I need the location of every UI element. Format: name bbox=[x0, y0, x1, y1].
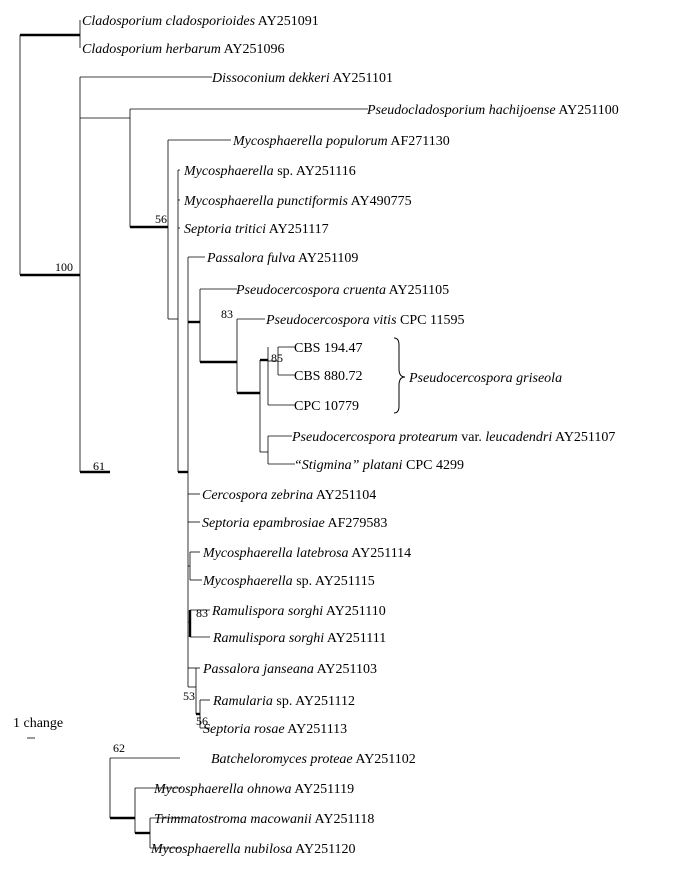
taxon-label: Pseudocercospora cruenta AY251105 bbox=[235, 283, 449, 298]
taxon-label: Ramulispora sorghi AY251111 bbox=[212, 631, 386, 646]
taxon-label: Passalora janseana AY251103 bbox=[202, 662, 377, 677]
taxon-label: Passalora fulva AY251109 bbox=[206, 251, 358, 266]
taxon-label: Pseudocercospora protearum var. leucaden… bbox=[291, 430, 615, 445]
scale-bar-label: 1 change bbox=[13, 716, 63, 731]
taxon-label: Batcheloromyces proteae AY251102 bbox=[211, 752, 416, 767]
taxon-label: Septoria tritici AY251117 bbox=[184, 222, 329, 237]
bootstrap-value: 83 bbox=[221, 307, 233, 321]
bootstrap-value: 100 bbox=[55, 260, 73, 274]
taxon-label: Mycosphaerella sp. AY251116 bbox=[183, 164, 356, 179]
taxon-label: Cladosporium cladosporioides AY251091 bbox=[82, 14, 319, 29]
taxon-label: CBS 880.72 bbox=[294, 369, 362, 384]
taxon-label: CPC 10779 bbox=[294, 399, 359, 414]
taxon-label: Dissoconium dekkeri AY251101 bbox=[211, 71, 393, 86]
bootstrap-value: 62 bbox=[113, 741, 125, 755]
bootstrap-value: 53 bbox=[183, 689, 195, 703]
taxon-label: Mycosphaerella sp. AY251115 bbox=[202, 574, 375, 589]
taxon-label: Septoria rosae AY251113 bbox=[203, 722, 347, 737]
clade-bracket bbox=[393, 337, 406, 414]
taxon-label: Pseudocercospora vitis CPC 11595 bbox=[265, 313, 464, 328]
taxon-label: Pseudocladosporium hachijoense AY251100 bbox=[366, 103, 619, 118]
taxon-label: Ramulispora sorghi AY251110 bbox=[211, 604, 386, 619]
taxon-label: “Stigmina” platani CPC 4299 bbox=[294, 458, 464, 473]
taxon-label: Cercospora zebrina AY251104 bbox=[202, 488, 376, 503]
bootstrap-value: 83 bbox=[196, 606, 208, 620]
taxon-label: Mycosphaerella populorum AF271130 bbox=[232, 134, 450, 149]
taxon-label: Cladosporium herbarum AY251096 bbox=[82, 42, 285, 57]
bootstrap-value: 61 bbox=[93, 459, 105, 473]
taxon-label: Ramularia sp. AY251112 bbox=[212, 694, 355, 709]
taxon-label: Mycosphaerella latebrosa AY251114 bbox=[202, 546, 411, 561]
taxon-labels: Cladosporium cladosporioides AY251091Cla… bbox=[82, 14, 619, 857]
taxon-label: Septoria epambrosiae AF279583 bbox=[202, 516, 387, 531]
bootstrap-value: 56 bbox=[155, 212, 167, 226]
taxon-label: Trimmatostroma macowanii AY251118 bbox=[154, 812, 374, 827]
tree-branches bbox=[19, 20, 368, 849]
taxon-label: Mycosphaerella ohnowa AY251119 bbox=[153, 782, 354, 797]
taxon-label: CBS 194.47 bbox=[294, 341, 362, 356]
bootstrap-value: 85 bbox=[271, 351, 283, 365]
taxon-label: Mycosphaerella nubilosa AY251120 bbox=[150, 842, 356, 857]
clade-label: Pseudocercospora griseola bbox=[408, 371, 562, 386]
taxon-label: Mycosphaerella punctiformis AY490775 bbox=[183, 194, 412, 209]
bootstrap-value: 56 bbox=[196, 714, 208, 728]
